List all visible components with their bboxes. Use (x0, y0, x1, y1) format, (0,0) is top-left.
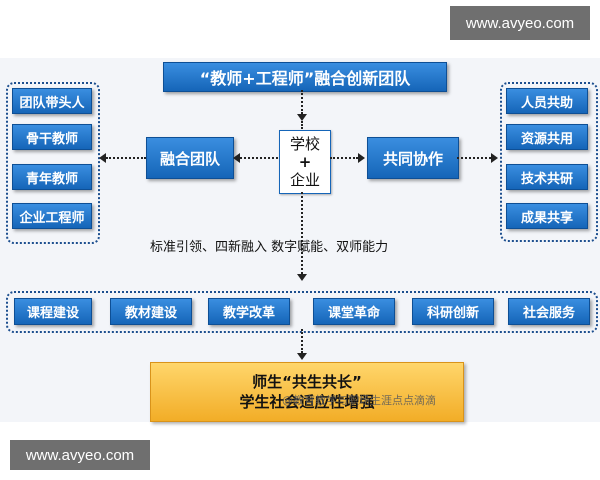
node-integration-team: 融合团队 (146, 137, 234, 179)
plus-label: + (298, 153, 312, 171)
bottom-item-classroom: 课堂革命 (313, 298, 395, 325)
arrow-to-result (297, 353, 307, 360)
right-item-tech: 技术共研 (506, 164, 588, 190)
arrow-to-integration-team (233, 153, 240, 163)
right-group (500, 82, 598, 242)
connector-to-school (301, 121, 303, 129)
enterprise-label: 企业 (289, 171, 320, 189)
connector-school-right (330, 157, 358, 159)
watermark-bottom: www.avyeo.com (10, 440, 150, 470)
left-item-young-teacher: 青年教师 (12, 164, 92, 190)
connector-to-result (301, 329, 303, 353)
right-item-people: 人员共助 (506, 88, 588, 114)
left-item-leader: 团队带头人 (12, 88, 92, 114)
arrow-to-collaboration (358, 153, 365, 163)
connector-right-group (457, 157, 491, 159)
overlay-watermark-text: @教育教学与职场生涯点点滴滴 (282, 394, 436, 407)
result-line-1: 师生“共生共长” (252, 373, 362, 391)
node-collaboration: 共同协作 (367, 137, 459, 179)
right-item-results: 成果共享 (506, 203, 588, 229)
bottom-item-social-service: 社会服务 (508, 298, 590, 325)
right-item-resources: 资源共用 (506, 124, 588, 150)
arrow-to-left-group (99, 153, 106, 163)
connector-title-school (301, 90, 303, 114)
left-item-engineer: 企业工程师 (12, 203, 92, 229)
connector-school-left (240, 157, 278, 159)
arrow-to-right-group (491, 153, 498, 163)
result-box: 师生“共生共长” 学生社会适应性增强 (150, 362, 464, 422)
middle-text: 标准引领、四新融入 数字赋能、双师能力 (150, 240, 389, 255)
left-group (6, 82, 100, 244)
bottom-item-textbook: 教材建设 (110, 298, 192, 325)
connector-left-group (106, 157, 146, 159)
connector-school-down (301, 192, 303, 274)
school-label: 学校 (289, 135, 320, 153)
result-line-2: 学生社会适应性增强 (239, 393, 375, 411)
arrow-to-bottom-row (297, 274, 307, 281)
bottom-item-research: 科研创新 (412, 298, 494, 325)
bottom-item-teaching-reform: 教学改革 (208, 298, 290, 325)
left-item-core-teacher: 骨干教师 (12, 124, 92, 150)
arrow-to-school (297, 114, 307, 121)
watermark-top: www.avyeo.com (450, 6, 590, 40)
diagram-title: “教师+工程师”融合创新团队 (163, 62, 447, 92)
bottom-item-curriculum: 课程建设 (14, 298, 92, 325)
node-school-enterprise: 学校 + 企业 (279, 130, 331, 194)
